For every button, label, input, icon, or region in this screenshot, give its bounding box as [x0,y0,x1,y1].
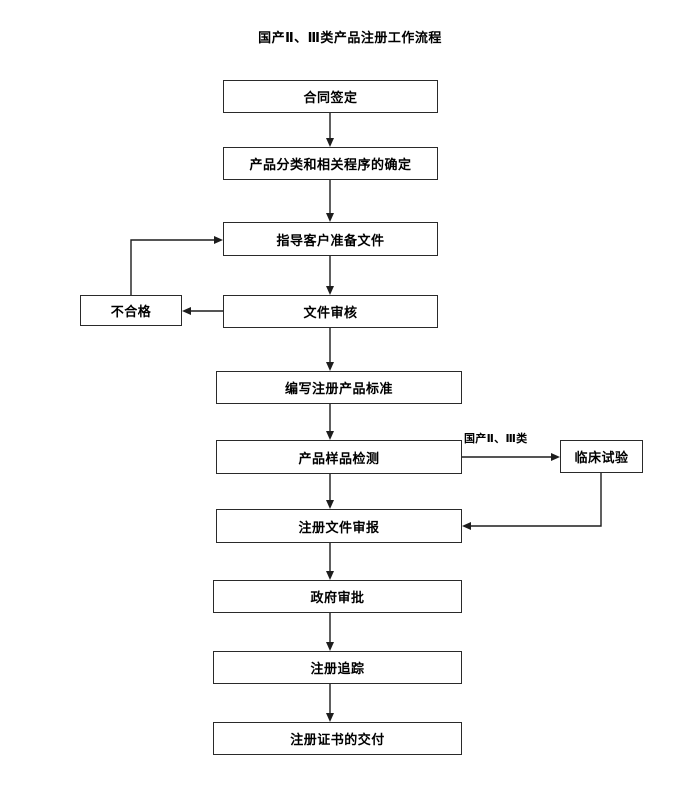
node-government-approval[interactable]: 政府审批 [213,580,462,613]
edge-contract-to-classification [326,113,334,147]
node-unqualified[interactable]: 不合格 [80,295,182,326]
node-registration-tracking[interactable]: 注册追踪 [213,651,462,684]
node-certificate-delivery[interactable]: 注册证书的交付 [213,722,462,755]
node-document-review[interactable]: 文件审核 [223,295,438,328]
edge-review-to-unqualified [182,307,223,315]
node-contract-signing[interactable]: 合同签定 [223,80,438,113]
edge-tracking-to-delivery [326,684,334,722]
node-write-product-standard[interactable]: 编写注册产品标准 [216,371,462,404]
node-sample-testing[interactable]: 产品样品检测 [216,440,462,474]
edge-submission-to-approval [326,543,334,580]
node-product-classification[interactable]: 产品分类和相关程序的确定 [223,147,438,180]
edge-guidance-to-review [326,256,334,295]
edge-clinical-trial-return [462,473,602,530]
edge-classification-to-guidance [326,180,334,222]
node-registration-submission[interactable]: 注册文件审报 [216,509,462,543]
node-guide-client-documents[interactable]: 指导客户准备文件 [223,222,438,256]
edge-sample-test-to-submission [326,474,334,509]
edge-review-to-standard [326,328,334,371]
edge-approval-to-tracking [326,613,334,651]
edge-label-domestic-class-2-3: 国产Ⅱ、Ⅲ类 [464,432,528,445]
edge-unqualified-loop-back [130,236,223,295]
page-title: 国产Ⅱ、Ⅲ类产品注册工作流程 [258,31,442,46]
edge-sample-test-to-clinical-trial [462,453,560,461]
edge-standard-to-sample-test [326,404,334,440]
node-clinical-trial[interactable]: 临床试验 [560,440,643,473]
